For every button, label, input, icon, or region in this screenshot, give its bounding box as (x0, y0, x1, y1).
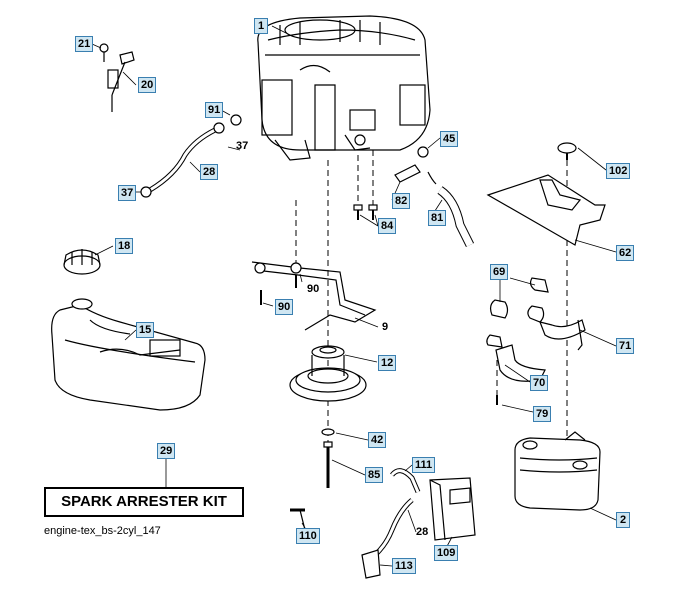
mounting-bolts-drawing (353, 204, 378, 220)
callout-71: 71 (616, 338, 635, 354)
callout-28-upper: 28 (200, 164, 219, 180)
muffler-drawing (514, 431, 601, 511)
callout-20: 20 (138, 77, 157, 93)
label-9: 9 (382, 321, 389, 333)
hose-111-drawing (390, 468, 421, 493)
callout-29: 29 (157, 443, 176, 459)
fuel-cap-drawing (63, 249, 101, 275)
callout-81: 81 (428, 210, 447, 226)
engine-block-drawing (257, 15, 431, 161)
callout-70: 70 (530, 375, 549, 391)
pin-110-drawing (290, 508, 306, 531)
callout-110: 110 (296, 528, 320, 544)
diagram-caption: engine-tex_bs-2cyl_147 (44, 525, 161, 537)
callout-15: 15 (136, 322, 155, 338)
callout-109: 109 (434, 545, 459, 561)
spark-arrester-kit-label: SPARK ARRESTER KIT (44, 487, 244, 517)
callout-102: 102 (606, 163, 631, 179)
callout-1: 1 (254, 18, 268, 34)
callout-2: 2 (616, 512, 630, 528)
label-90-upper: 90 (307, 283, 320, 295)
crank-bolt-drawing (321, 428, 335, 488)
callout-85: 85 (365, 467, 384, 483)
callout-37-lower: 37 (118, 185, 137, 201)
spark-arrester-drawing (429, 477, 476, 541)
callout-84: 84 (378, 218, 397, 234)
label-37-upper: 37 (236, 140, 249, 152)
callout-90-lower: 90 (275, 299, 294, 315)
callout-62: 62 (616, 245, 635, 261)
callout-69: 69 (490, 264, 509, 280)
callout-82: 82 (392, 193, 411, 209)
fuel-tank-drawing (51, 298, 206, 411)
label-28-lower: 28 (416, 526, 429, 538)
callout-79: 79 (533, 406, 552, 422)
pulley-drawing (289, 345, 367, 402)
callout-111: 111 (412, 457, 436, 473)
callout-18: 18 (115, 238, 134, 254)
callout-91: 91 (205, 102, 224, 118)
callout-42: 42 (368, 432, 387, 448)
breather-hose-drawing (140, 114, 242, 198)
hose-113-drawing (361, 498, 414, 579)
exhaust-pipes-drawing (486, 277, 586, 405)
callout-45: 45 (440, 131, 459, 147)
fuel-fitting-drawing (394, 146, 475, 248)
callout-21: 21 (75, 36, 94, 52)
throttle-rod-drawing (251, 261, 377, 331)
callout-12: 12 (378, 355, 397, 371)
dipstick-drawing (99, 43, 135, 112)
callout-113: 113 (392, 558, 416, 574)
heat-shield-drawing (486, 142, 606, 246)
